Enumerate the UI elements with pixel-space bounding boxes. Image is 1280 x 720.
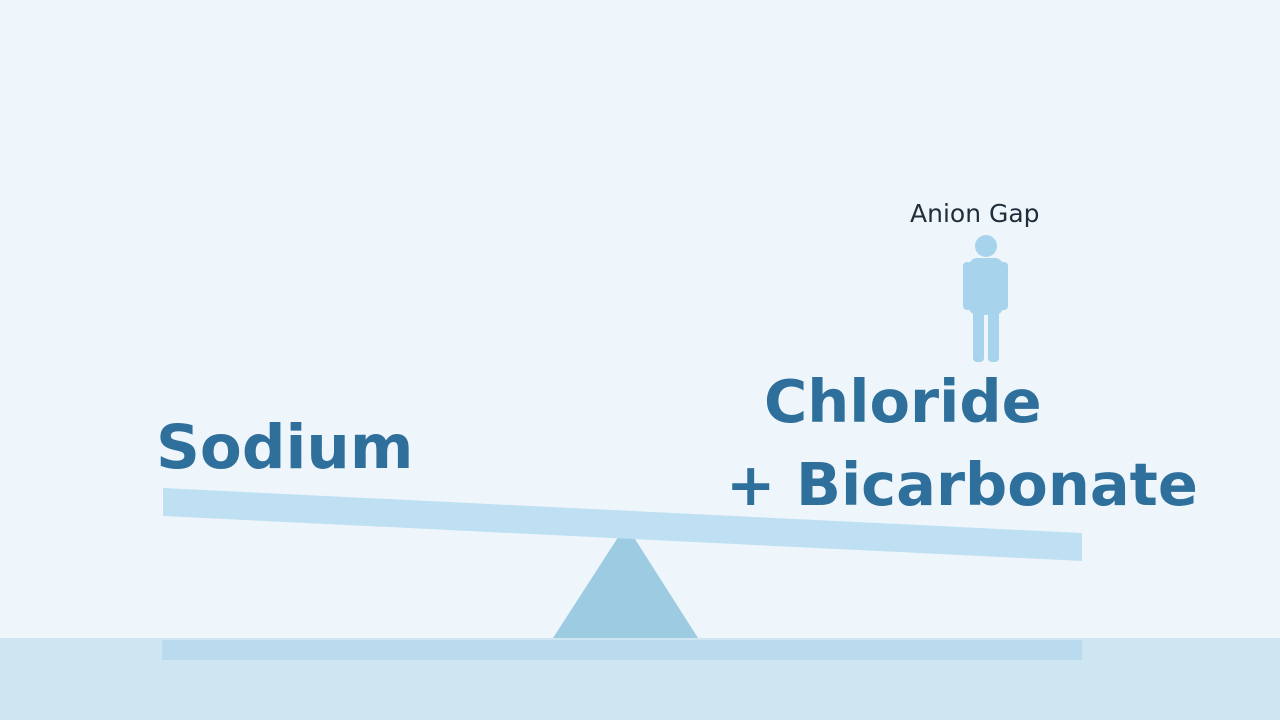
chloride-label: Chloride (764, 367, 1042, 436)
seesaw-beam (163, 488, 1082, 561)
fulcrum-triangle (553, 525, 698, 638)
person-right-arm (999, 262, 1008, 310)
person-left-leg (973, 308, 984, 362)
sodium-label: Sodium (156, 412, 414, 483)
person-right-leg (988, 308, 999, 362)
anion-gap-label: Anion Gap (910, 199, 1040, 228)
floor-shadow (162, 640, 1082, 660)
person-left-arm (963, 262, 972, 310)
person-head (975, 235, 997, 257)
person-torso (969, 258, 1003, 315)
bicarbonate-label: + Bicarbonate (726, 450, 1198, 519)
person-icon (963, 235, 1008, 362)
